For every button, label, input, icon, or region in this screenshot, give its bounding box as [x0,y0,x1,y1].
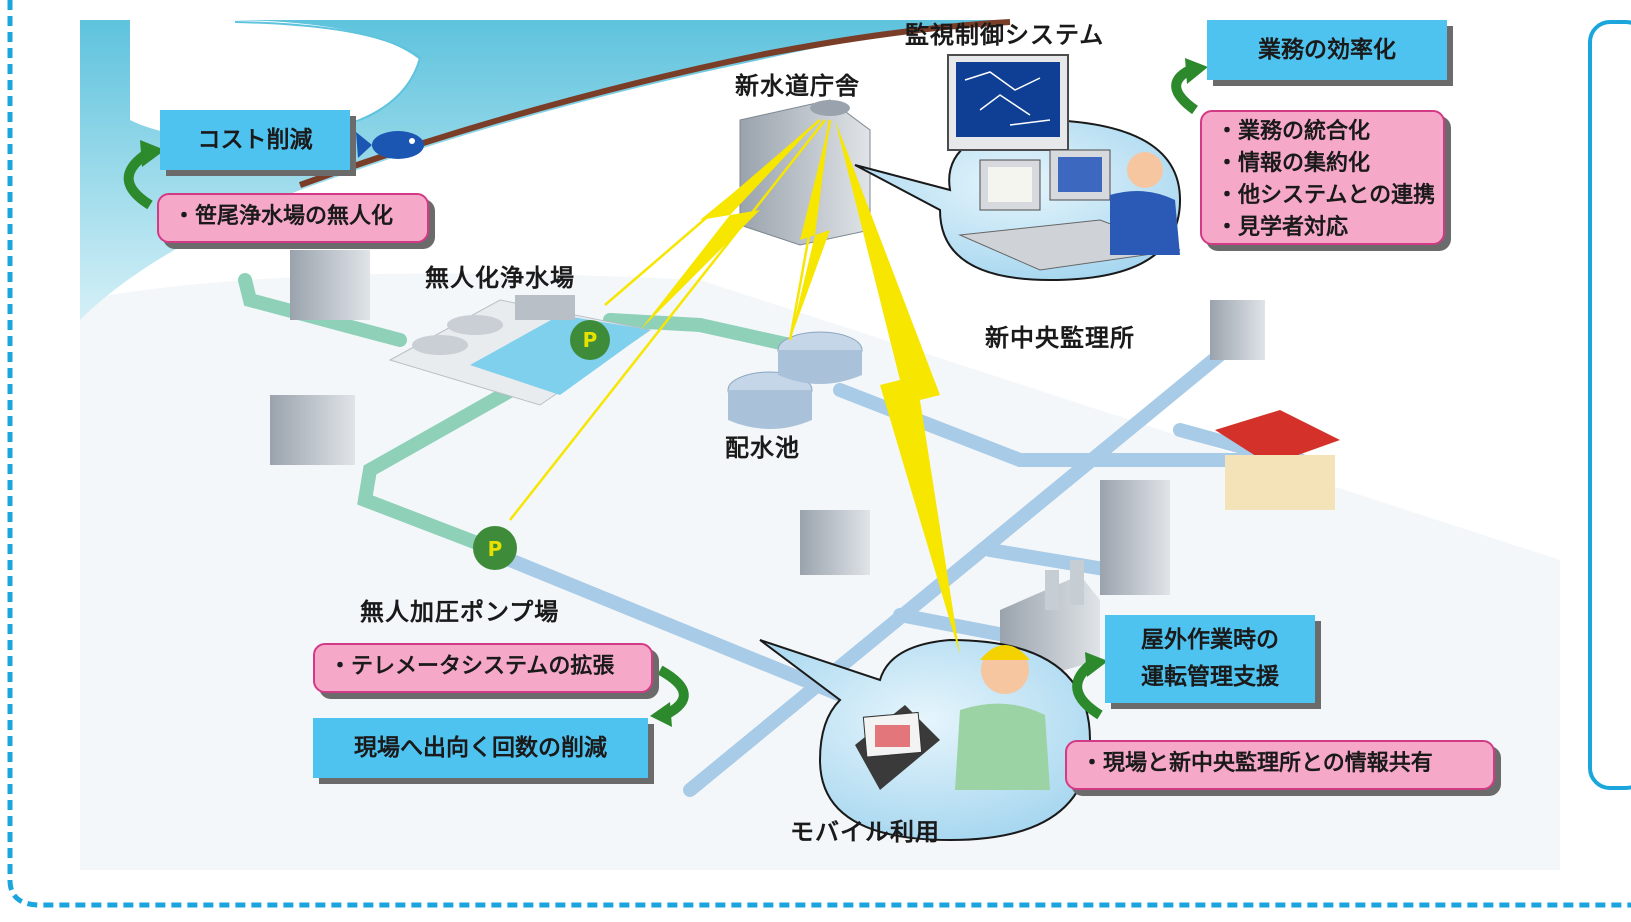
cost-reduction-box: コスト削減 [160,110,350,170]
curved-arrow-icon [123,65,1199,720]
visits-reduction-box: 現場へ出向く回数の削減 [313,718,648,778]
monitoring-system-label: 監視制御システム [905,21,1105,49]
mobile-use-label: モバイル利用 [790,818,940,846]
efficiency-item-2: ・情報の集約化 [1216,151,1371,176]
mobile-worker-icon [855,645,1050,790]
outdoor-support-line2: 運転管理支援 [1141,664,1279,690]
svg-text:P: P [488,537,503,561]
info-sharing-box: ・現場と新中央監理所との情報共有 [1065,740,1495,790]
reservoir-label: 配水池 [725,434,800,462]
efficiency-item-1: ・業務の統合化 [1216,119,1371,144]
efficiency-item-3: ・他システムとの連携 [1216,183,1436,208]
reservoir-icon [727,331,863,429]
pump-icon: P [570,320,610,360]
green-pipes [238,273,797,555]
telemeter-text: ・テレメータシステムの拡張 [329,654,615,679]
efficiency-box: 業務の効率化 [1207,20,1447,80]
new-central-office-label: 新中央監理所 [985,324,1135,352]
efficiency-item-4: ・見学者対応 [1216,215,1349,240]
pump-station-icon: P [473,526,517,570]
svg-text:P: P [583,328,598,352]
arrow-heads [140,58,1208,727]
efficiency-list-box: ・業務の統合化 ・情報の集約化 ・他システムとの連携 ・見学者対応 [1200,110,1445,245]
sasao-unmanned-text: ・笹尾浄水場の無人化 [173,204,394,229]
workstation-icon [958,149,1181,271]
house-icon [1215,410,1340,510]
dashed-frame [7,0,1631,908]
outdoor-support-box: 屋外作業時の 運転管理支援 [1105,615,1315,703]
monitor-screen-icon [947,54,1069,151]
info-sharing-text: ・現場と新中央監理所との情報共有 [1081,751,1433,776]
new-water-office-label: 新水道庁舎 [735,72,860,100]
signal-bolts [640,120,960,655]
outdoor-support-line1: 屋外作業時の [1141,627,1279,654]
pump-station-label: 無人加圧ポンプ場 [360,598,560,626]
telemeter-box: ・テレメータシステムの拡張 [313,643,653,693]
side-panel-frame [1588,20,1631,790]
sasao-unmanned-box: ・笹尾浄水場の無人化 [157,193,429,243]
unmanned-plant-label: 無人化浄水場 [425,264,575,292]
fish-icon [356,131,477,181]
